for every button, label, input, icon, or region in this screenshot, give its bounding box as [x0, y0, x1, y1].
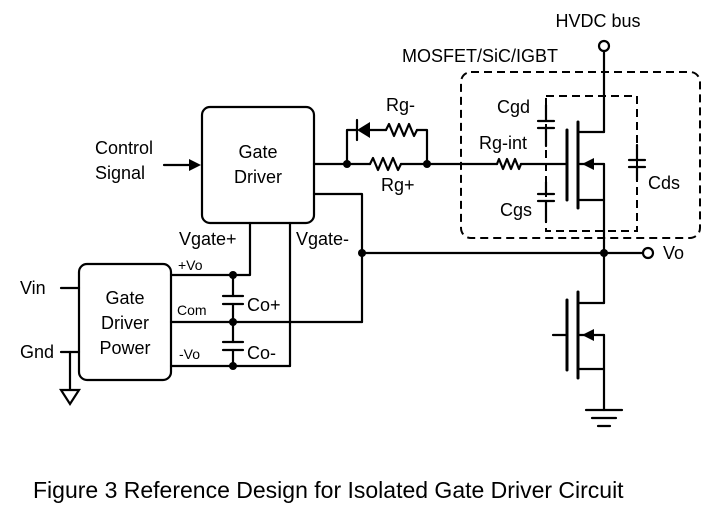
co-minus-label: Co-: [247, 343, 276, 363]
vo-label: Vo: [663, 243, 684, 263]
vgate-minus-wire: [312, 192, 364, 324]
rg-minus-wire-b: [415, 128, 429, 166]
node-plus-vo: [229, 271, 237, 279]
device-package-outline: [460, 71, 701, 239]
cgs-label: Cgs: [500, 200, 532, 220]
cgd-label: Cgd: [497, 97, 530, 117]
gate-driver-label-line1: Gate: [238, 142, 277, 162]
cds-label: Cds: [648, 173, 680, 193]
upper-mosfet-arrow: [582, 158, 594, 170]
lower-mosfet-arrow: [582, 329, 594, 341]
rg-int-resistor: [495, 157, 523, 171]
ground-triangle-icon: [58, 388, 82, 407]
rg-minus-resistor: [384, 122, 419, 138]
gnd-label: Gnd: [20, 342, 54, 362]
control-signal-arrow: [189, 159, 201, 171]
rg-int-label: Rg-int: [479, 133, 527, 153]
node-com: [229, 318, 237, 326]
power-label-line3: Power: [99, 338, 150, 358]
com-label: Com: [177, 302, 207, 318]
vgate-plus-label: Vgate+: [179, 229, 237, 249]
gate-driver-block: [200, 105, 316, 225]
hvdc-bus-terminal: [597, 39, 611, 53]
rg-minus-branch-wire: [345, 128, 359, 166]
device-group-label: MOSFET/SiC/IGBT: [402, 46, 558, 66]
control-label-line2: Signal: [95, 163, 145, 183]
vo-terminal: [641, 246, 655, 260]
co-plus-label: Co+: [247, 295, 281, 315]
power-label-line1: Gate: [105, 288, 144, 308]
control-label-line1: Control: [95, 138, 153, 158]
plus-vo-label: +Vo: [178, 257, 203, 273]
node-minus-vo: [229, 362, 237, 370]
minus-vo-label: -Vo: [179, 346, 200, 362]
power-label-line2: Driver: [101, 313, 149, 333]
node-rg-left: [343, 160, 351, 168]
vin-label: Vin: [20, 278, 46, 298]
vgate-minus-label: Vgate-: [296, 229, 349, 249]
diode-symbol: [357, 122, 370, 138]
rg-plus-resistor: [368, 156, 403, 172]
vgate-plus-wire: [231, 221, 252, 277]
rg-minus-label: Rg-: [386, 95, 415, 115]
hvdc-bus-label: HVDC bus: [555, 11, 640, 31]
figure-caption: Figure 3 Reference Design for Isolated G…: [33, 477, 624, 503]
rg-plus-label: Rg+: [381, 175, 415, 195]
gate-driver-label-line2: Driver: [234, 167, 282, 187]
